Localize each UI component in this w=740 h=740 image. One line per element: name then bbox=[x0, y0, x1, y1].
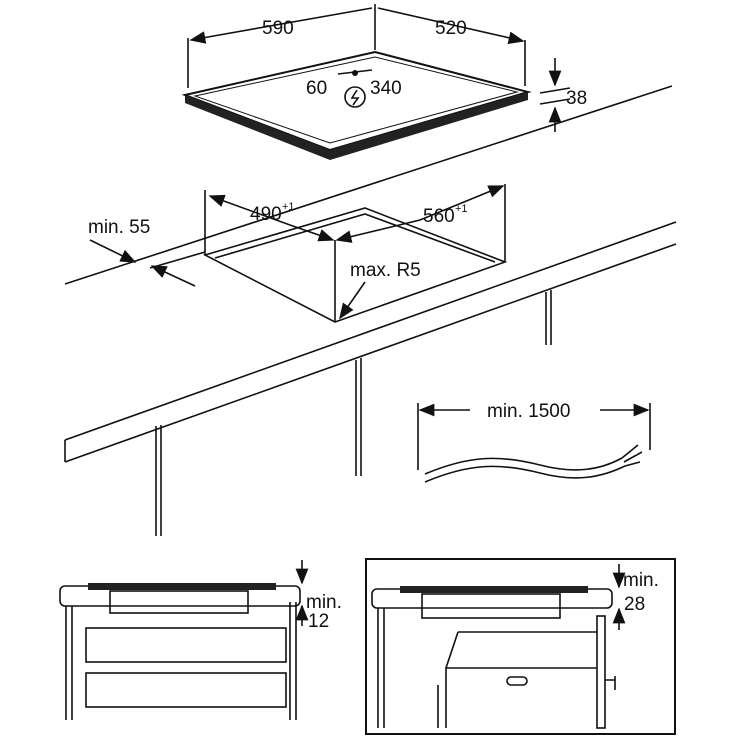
hob-height-label: 38 bbox=[566, 88, 587, 109]
lightning-icon bbox=[344, 86, 366, 108]
oven-min-value: 28 bbox=[624, 594, 645, 615]
hob-depth-label: 520 bbox=[435, 18, 467, 39]
cable-offset-label: 60 bbox=[306, 78, 327, 99]
corner-radius-label: max. R5 bbox=[350, 260, 421, 281]
oven-install-drawing: min. 28 bbox=[365, 558, 676, 735]
cutout-depth-tol: +1 bbox=[455, 203, 468, 215]
cutout-width-label: 490 bbox=[250, 204, 282, 225]
drawer-min-value: 12 bbox=[308, 611, 329, 632]
legs bbox=[155, 290, 552, 536]
cutout-depth-label: 560 bbox=[423, 206, 455, 227]
hob-width-label: 590 bbox=[262, 18, 294, 39]
cable-length-label: min. 1500 bbox=[487, 401, 570, 422]
oven-min-label: min. bbox=[623, 570, 659, 591]
drawer-min-label: min. bbox=[306, 592, 342, 613]
cutout-width-tol: +1 bbox=[282, 201, 295, 213]
drawer-install-drawing: min. 12 bbox=[59, 560, 342, 720]
countertop-drawing: 490 +1 560 +1 min. 55 max. R5 bbox=[64, 85, 677, 536]
cable-drawing: min. 1500 bbox=[417, 401, 651, 483]
hob-drawing: 590 520 60 340 38 bbox=[181, 4, 587, 160]
front-margin-label: min. 55 bbox=[88, 217, 150, 238]
cable-pos-label: 340 bbox=[370, 78, 402, 99]
